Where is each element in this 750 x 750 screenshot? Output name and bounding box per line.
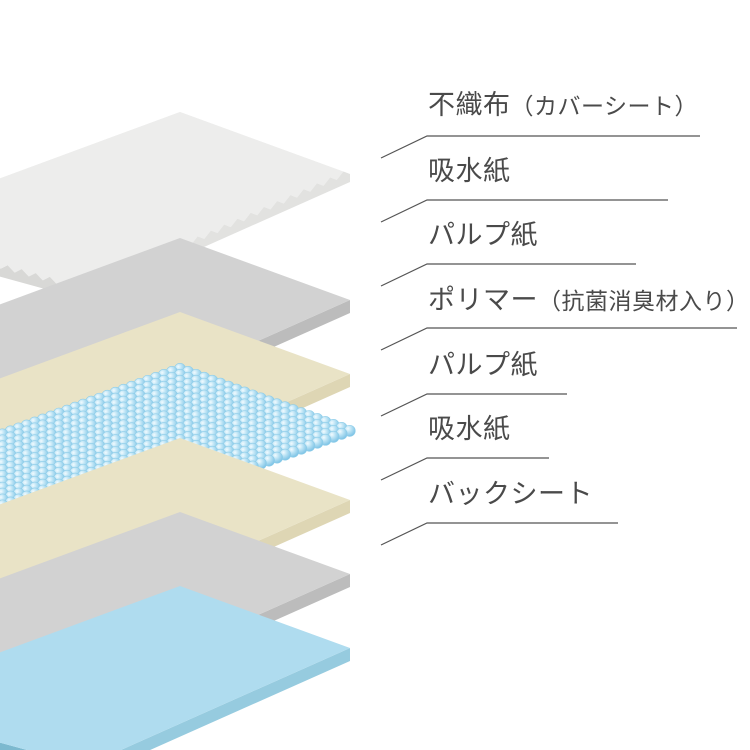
leader-line-absorbent-paper-bottom bbox=[380, 457, 549, 481]
label-absorbent-paper-bottom: 吸水紙 bbox=[428, 416, 511, 443]
layer-back-sheet-side-left bbox=[0, 742, 27, 750]
layer-back-sheet-top bbox=[0, 586, 350, 750]
leader-lines-group bbox=[380, 135, 737, 546]
label-polymer-main: ポリマー bbox=[428, 285, 538, 315]
leader-line-back-sheet bbox=[380, 522, 618, 546]
label-cover-sheet: 不織布（カバーシート） bbox=[428, 92, 698, 119]
label-back-sheet: バックシート bbox=[428, 481, 593, 508]
layer-back-sheet bbox=[0, 586, 350, 750]
leader-line-pulp-paper-bottom bbox=[380, 393, 567, 417]
label-cover-sheet-paren: （カバーシート） bbox=[510, 93, 699, 119]
leader-line-pulp-paper-top bbox=[380, 263, 636, 287]
leader-line-polymer bbox=[380, 327, 737, 351]
label-absorbent-paper-bottom-main: 吸水紙 bbox=[428, 414, 511, 444]
label-pulp-paper-top: パルプ紙 bbox=[428, 222, 538, 249]
label-absorbent-paper-top-main: 吸水紙 bbox=[428, 156, 511, 186]
layers-group bbox=[0, 112, 356, 750]
label-polymer: ポリマー（抗菌消臭材入り） bbox=[428, 287, 750, 314]
label-back-sheet-main: バックシート bbox=[428, 479, 593, 509]
leader-line-cover-sheet bbox=[380, 135, 700, 159]
label-pulp-paper-top-main: パルプ紙 bbox=[428, 220, 538, 250]
label-polymer-paren: （抗菌消臭材入り） bbox=[538, 288, 750, 314]
label-cover-sheet-main: 不織布 bbox=[428, 90, 511, 120]
layer-cover-sheet-top-overlay bbox=[0, 112, 350, 292]
leader-line-absorbent-paper-top bbox=[380, 199, 668, 223]
label-absorbent-paper-top: 吸水紙 bbox=[428, 158, 511, 185]
label-pulp-paper-bottom: パルプ紙 bbox=[428, 352, 538, 379]
label-pulp-paper-bottom-main: パルプ紙 bbox=[428, 350, 538, 380]
